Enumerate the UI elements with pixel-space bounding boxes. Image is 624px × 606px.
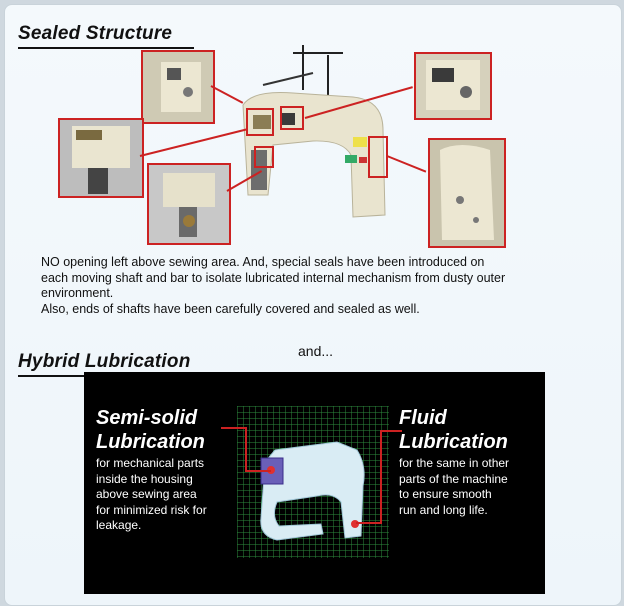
sealed-structure-heading: Sealed Structure — [18, 23, 173, 44]
semi-solid-desc-line: leakage. — [96, 518, 142, 532]
semi-solid-leader-h2 — [245, 470, 271, 472]
fluid-desc-line: parts of the machine — [399, 471, 508, 486]
semi-solid-desc-line: above sewing area — [96, 487, 197, 501]
hybrid-lubrication-heading: Hybrid Lubrication — [18, 351, 191, 372]
fluid-desc-line: to ensure smooth — [399, 487, 492, 501]
diagram-grid — [237, 406, 389, 558]
detail-photo-top-right — [414, 52, 492, 120]
sewing-machine-image — [233, 45, 403, 225]
sealed-description-line: environment. — [41, 286, 114, 300]
fluid-leader-v — [380, 430, 382, 522]
sealed-description: NO opening left above sewing area. And, … — [41, 255, 616, 317]
fluid-title-line: Lubrication — [399, 431, 508, 453]
semi-solid-desc-line: for mechanical parts — [96, 456, 205, 470]
detail-photo-bottom-left — [147, 163, 231, 245]
semi-solid-title-line: Semi-solid — [96, 407, 198, 429]
content-panel: Sealed Structure — [4, 4, 622, 606]
sealed-description-line: each moving shaft and bar to isolate lub… — [41, 270, 506, 285]
and-text: and... — [298, 343, 334, 359]
semi-solid-desc-line: for minimized risk for — [96, 502, 207, 517]
semi-solid-desc-line: inside the housing — [96, 471, 193, 486]
sealed-heading-underline — [18, 47, 194, 49]
semi-solid-title-line: Lubrication — [96, 431, 205, 453]
fluid-desc-line: run and long life. — [399, 502, 488, 517]
fluid-desc-line: for the same in other — [399, 456, 510, 470]
leader-line-2 — [139, 128, 247, 157]
fluid-description: for the same in other parts of the machi… — [399, 456, 509, 518]
semi-solid-description: for mechanical parts inside the housing … — [96, 456, 207, 534]
fluid-title-line: Fluid — [399, 407, 447, 429]
fluid-leader-h — [380, 430, 402, 432]
fluid-title: Fluid Lubrication — [399, 406, 508, 454]
detail-photo-left — [58, 118, 144, 198]
detail-photo-top-left — [141, 50, 215, 124]
fluid-leader-h2 — [356, 522, 382, 524]
sealed-also-line: Also, ends of shafts have been carefully… — [41, 301, 420, 316]
semi-solid-leader-h — [221, 427, 245, 429]
lubrication-diagram: Semi-solid Lubrication for mechanical pa… — [84, 372, 545, 594]
semi-solid-title: Semi-solid Lubrication — [96, 406, 205, 454]
semi-solid-leader-v — [245, 427, 247, 472]
detail-photo-right — [428, 138, 506, 248]
sealed-description-line: NO opening left above sewing area. And, … — [41, 255, 485, 269]
